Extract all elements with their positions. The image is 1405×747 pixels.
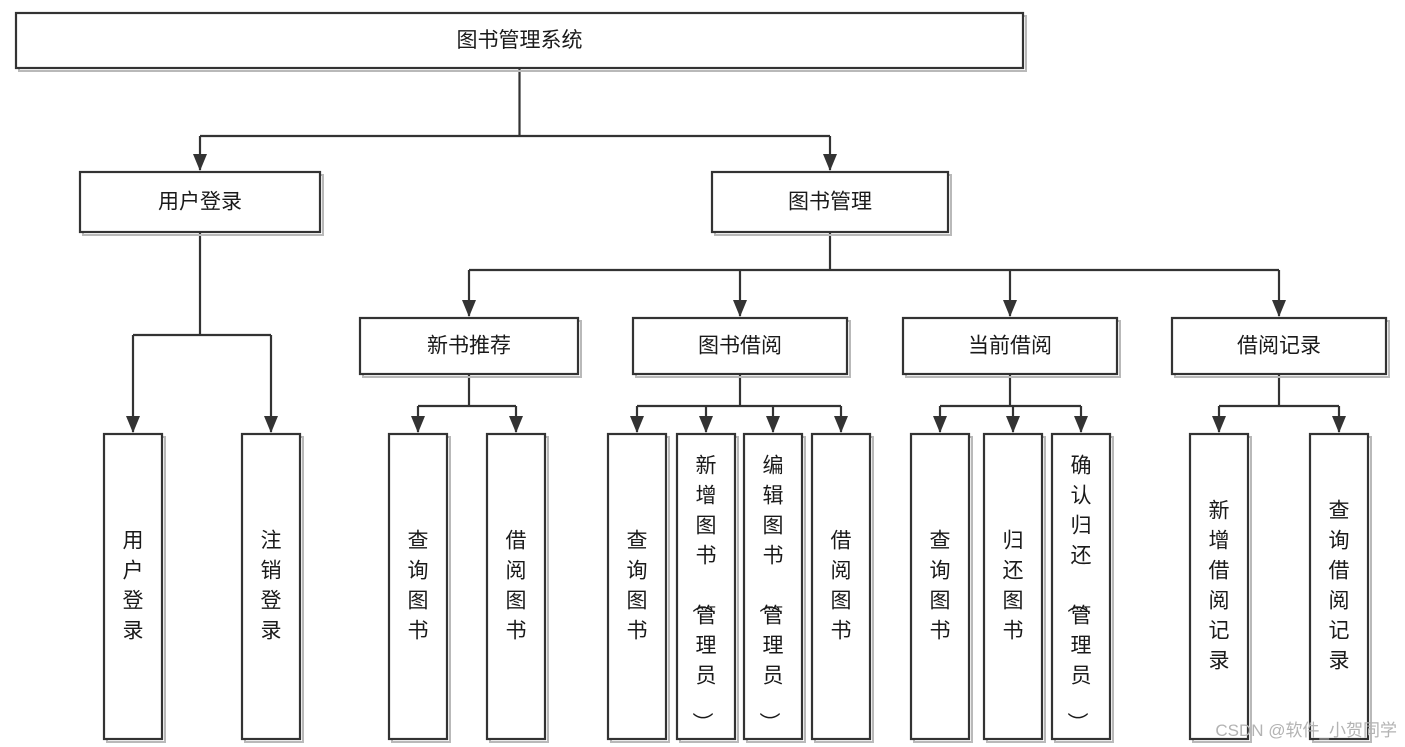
node-root[interactable]: 图书管理系统 <box>14 11 1027 72</box>
arrow-head-icon <box>766 416 780 433</box>
arrow-head-icon <box>834 416 848 433</box>
node-rect[interactable] <box>742 432 804 741</box>
node-leaf-edit-book[interactable]: 编辑图书（管理员） <box>742 432 806 743</box>
node-leaf-logout[interactable]: 注销登录 <box>240 432 304 743</box>
node-label: 确认归还（管理员） <box>1066 454 1092 733</box>
node-rect[interactable] <box>901 316 1119 376</box>
node-rect[interactable] <box>240 432 302 741</box>
connector-layer <box>126 68 1346 433</box>
node-rect[interactable] <box>1050 432 1112 741</box>
edge-group-current-borrow <box>933 374 1088 433</box>
edge-group-book-manage <box>462 232 1286 317</box>
edge-group-new-book-rec <box>411 374 523 433</box>
node-leaf-query-book-3[interactable]: 查询图书 <box>909 432 973 743</box>
arrow-head-icon <box>1003 300 1017 317</box>
node-rect[interactable] <box>102 432 164 741</box>
node-borrow-record[interactable]: 借阅记录 <box>1170 316 1390 378</box>
arrow-head-icon <box>509 416 523 433</box>
node-rect[interactable] <box>78 170 322 234</box>
node-label: 用户登录 <box>123 529 144 642</box>
node-label: 归还图书 <box>1003 529 1024 642</box>
arrow-head-icon <box>1332 416 1346 433</box>
node-label: 用户登录 <box>158 191 242 214</box>
arrow-head-icon <box>193 154 207 171</box>
node-label: 图书管理系统 <box>457 29 583 52</box>
node-label: 编辑图书（管理员） <box>758 454 784 733</box>
node-leaf-user-login[interactable]: 用户登录 <box>102 432 166 743</box>
node-label: 查询借阅记录 <box>1329 499 1350 672</box>
node-rect[interactable] <box>14 11 1025 70</box>
node-book-manage[interactable]: 图书管理 <box>710 170 952 236</box>
node-label: 注销登录 <box>261 529 282 642</box>
node-rect[interactable] <box>675 432 737 741</box>
arrow-head-icon <box>1272 300 1286 317</box>
node-rect[interactable] <box>810 432 872 741</box>
node-rect[interactable] <box>387 432 449 741</box>
edge-group-user-login <box>126 232 278 433</box>
arrow-head-icon <box>733 300 747 317</box>
arrow-head-icon <box>699 416 713 433</box>
arrow-head-icon <box>462 300 476 317</box>
arrow-head-icon <box>1212 416 1226 433</box>
node-rect[interactable] <box>1170 316 1388 376</box>
arrow-head-icon <box>1074 416 1088 433</box>
node-label: 图书管理 <box>788 191 872 214</box>
arrow-head-icon <box>823 154 837 171</box>
node-rect[interactable] <box>485 432 547 741</box>
node-rect[interactable] <box>1308 432 1370 741</box>
node-rect[interactable] <box>982 432 1044 741</box>
node-current-borrow[interactable]: 当前借阅 <box>901 316 1121 378</box>
node-label: 图书借阅 <box>698 335 782 358</box>
node-rect[interactable] <box>358 316 580 376</box>
arrow-head-icon <box>933 416 947 433</box>
node-leaf-query-record[interactable]: 查询借阅记录 <box>1308 432 1372 743</box>
node-label: 查询图书 <box>627 529 648 642</box>
node-leaf-borrow-book-2[interactable]: 借阅图书 <box>810 432 874 743</box>
node-rect[interactable] <box>710 170 950 234</box>
node-label: 查询图书 <box>930 529 951 642</box>
node-leaf-borrow-book-1[interactable]: 借阅图书 <box>485 432 549 743</box>
node-label: 新增借阅记录 <box>1209 499 1230 672</box>
node-label: 借阅图书 <box>831 529 852 642</box>
edge-group-borrow-record <box>1212 374 1346 433</box>
arrow-head-icon <box>1006 416 1020 433</box>
node-leaf-confirm-return[interactable]: 确认归还（管理员） <box>1050 432 1114 743</box>
node-label: 借阅图书 <box>506 529 527 642</box>
edge-group-book-borrow <box>630 374 848 433</box>
node-rect[interactable] <box>606 432 668 741</box>
node-leaf-return-book[interactable]: 归还图书 <box>982 432 1046 743</box>
node-label: 新增图书（管理员） <box>691 454 717 733</box>
node-rect[interactable] <box>1188 432 1250 741</box>
node-new-book-rec[interactable]: 新书推荐 <box>358 316 582 378</box>
node-leaf-query-book-2[interactable]: 查询图书 <box>606 432 670 743</box>
arrow-head-icon <box>630 416 644 433</box>
node-rect[interactable] <box>909 432 971 741</box>
edge-group-root <box>193 68 837 171</box>
node-label: 当前借阅 <box>968 335 1052 358</box>
arrow-head-icon <box>411 416 425 433</box>
node-user-login[interactable]: 用户登录 <box>78 170 324 236</box>
node-leaf-add-record[interactable]: 新增借阅记录 <box>1188 432 1252 743</box>
node-rect[interactable] <box>631 316 849 376</box>
node-label: 借阅记录 <box>1237 335 1321 358</box>
node-layer: 图书管理系统用户登录图书管理新书推荐图书借阅当前借阅借阅记录用户登录注销登录查询… <box>14 11 1390 743</box>
node-book-borrow[interactable]: 图书借阅 <box>631 316 851 378</box>
node-leaf-add-book[interactable]: 新增图书（管理员） <box>675 432 739 743</box>
arrow-head-icon <box>264 416 278 433</box>
node-label: 查询图书 <box>408 529 429 642</box>
arrow-head-icon <box>126 416 140 433</box>
node-label: 新书推荐 <box>427 335 511 358</box>
node-leaf-query-book-1[interactable]: 查询图书 <box>387 432 451 743</box>
